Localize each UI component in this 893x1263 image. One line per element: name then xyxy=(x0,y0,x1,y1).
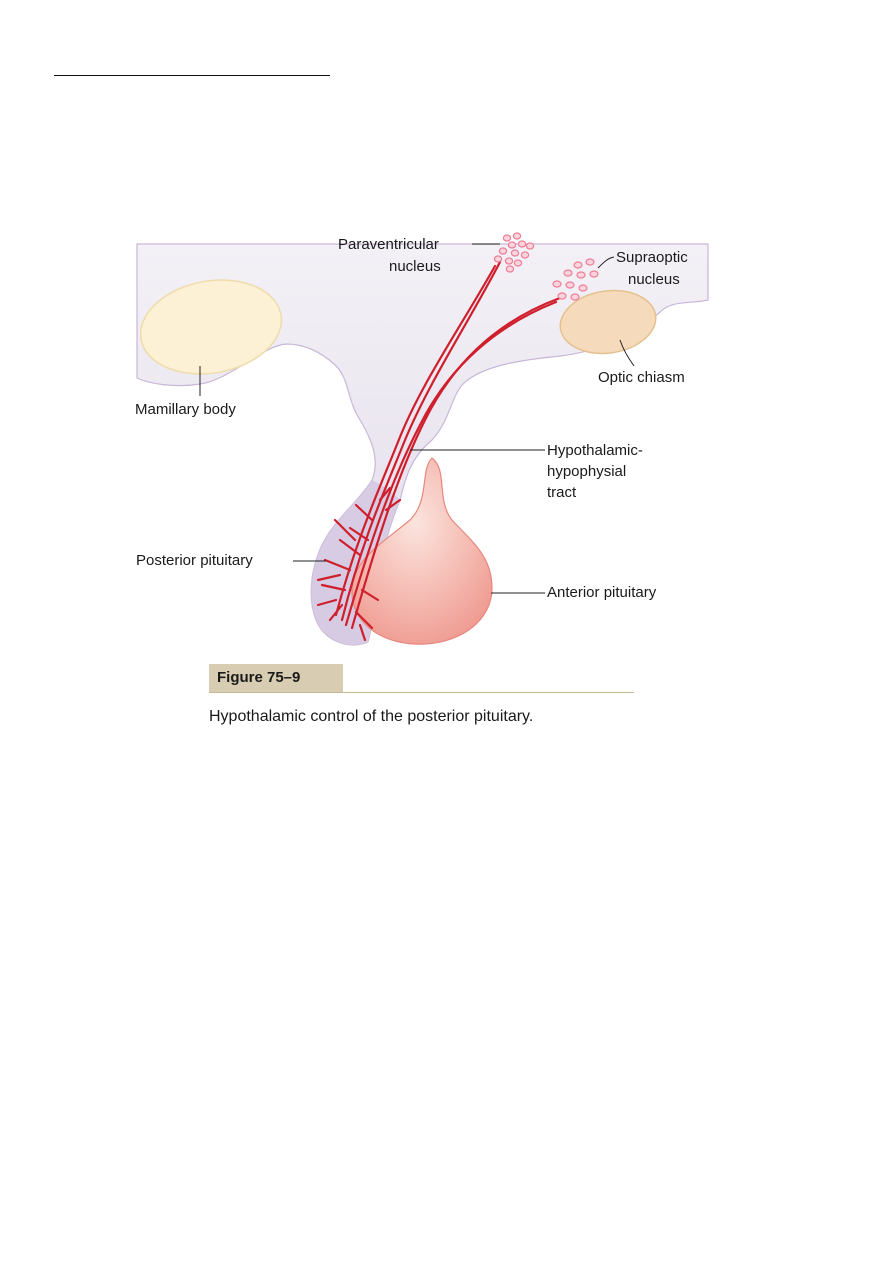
label-paraventricular-line1: Paraventricular xyxy=(338,236,439,253)
label-tract-3: tract xyxy=(547,484,577,501)
paraventricular-nucleus-dots xyxy=(493,232,535,273)
label-anterior-pituitary: Anterior pituitary xyxy=(547,584,657,601)
label-posterior-pituitary: Posterior pituitary xyxy=(136,552,253,569)
label-supraoptic: Supraoptic xyxy=(616,248,688,267)
optic-chiasm-shape xyxy=(559,289,657,355)
figure-number: Figure 75–9 xyxy=(209,664,343,692)
label-supraoptic-line1: Supraoptic xyxy=(616,249,688,266)
figure-caption: Hypothalamic control of the posterior pi… xyxy=(209,708,534,725)
label-paraventricular: Paraventricular xyxy=(338,235,439,254)
label-paraventricular-2: nucleus xyxy=(389,257,441,276)
anterior-pituitary-shape xyxy=(351,457,493,645)
mamillary-body-shape xyxy=(139,279,283,375)
label-mamillary-body: Mamillary body xyxy=(135,401,236,418)
label-supraoptic-line2: nucleus xyxy=(628,271,680,288)
leader-lines xyxy=(199,243,635,594)
figure-caption-bar: Figure 75–9 xyxy=(209,664,634,693)
label-supraoptic-2: nucleus xyxy=(628,270,680,289)
top-rule xyxy=(54,75,330,76)
label-tract-2: hypophysial xyxy=(547,463,627,480)
label-paraventricular-line2: nucleus xyxy=(389,258,441,275)
supraoptic-nucleus-dots xyxy=(552,258,599,301)
hypothalamic-hypophysial-tract xyxy=(316,260,562,642)
label-tract-1: Hypothalamic- xyxy=(547,442,643,459)
label-optic-chiasm: Optic chiasm xyxy=(598,369,685,386)
